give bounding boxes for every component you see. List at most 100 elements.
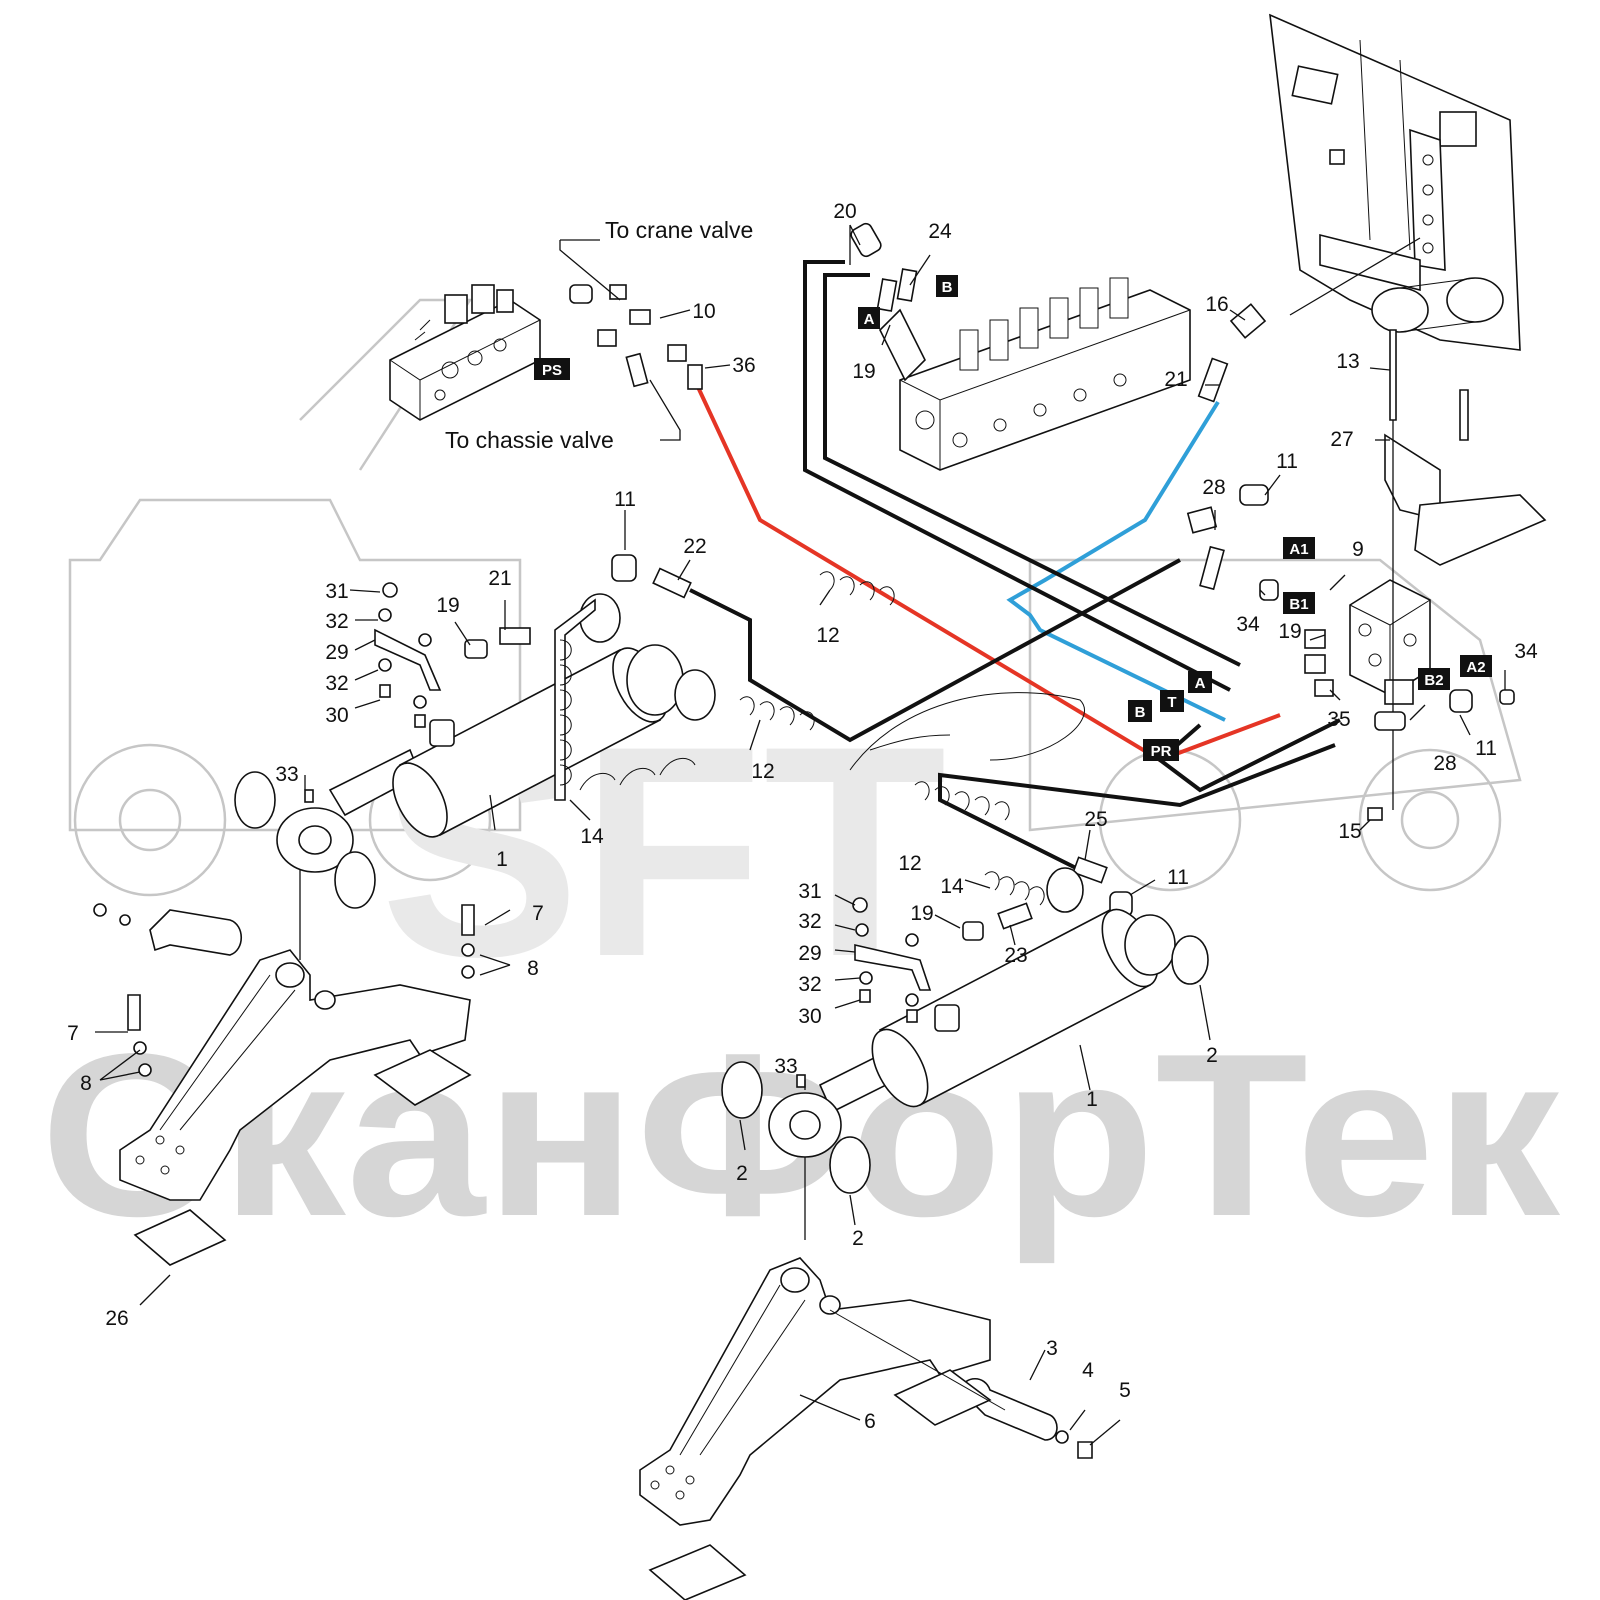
callout: 23 — [1004, 944, 1027, 967]
callout: 12 — [898, 852, 921, 875]
callout: 32 — [798, 910, 821, 933]
callout: 11 — [614, 488, 636, 511]
callout: 29 — [798, 942, 821, 965]
cable-tie-strap-upper — [554, 598, 696, 801]
callout: 22 — [683, 535, 706, 558]
callout: 1 — [496, 848, 508, 871]
callout: 21 — [488, 567, 511, 590]
callout: 16 — [1205, 293, 1228, 316]
callout: 13 — [1336, 350, 1359, 373]
outrigger-leg-lower — [639, 1257, 1093, 1600]
callout: 28 — [1433, 752, 1456, 775]
spiral-wrap-segments — [739, 571, 1010, 821]
callout: 33 — [275, 763, 298, 786]
work-hose-a-top — [803, 260, 1231, 692]
hydraulic-cylinder-lower — [721, 867, 1209, 1240]
work-hose-cylinder-right — [938, 743, 1336, 872]
callout: 33 — [774, 1055, 797, 1078]
callout: 3 — [1046, 1337, 1058, 1360]
hose-runs — [689, 260, 1341, 872]
callout: 12 — [816, 624, 839, 647]
callout: 27 — [1330, 428, 1353, 451]
callout: 12 — [751, 760, 774, 783]
port-tag-a-top: A — [864, 311, 875, 328]
callout: 7 — [67, 1022, 79, 1045]
callout: 25 — [1084, 808, 1107, 831]
note-to-crane-valve: To crane valve — [605, 217, 753, 243]
callout: 24 — [928, 220, 952, 243]
port-tag-b-mid: B — [1135, 704, 1146, 721]
port-tag-b-top-bg — [936, 275, 958, 297]
hose-clamp-loop — [849, 692, 1085, 771]
port-tag-a-top-bg — [858, 307, 880, 329]
callout: 29 — [325, 641, 348, 664]
port-tag-a-mid: A — [1195, 675, 1206, 692]
callout: 31 — [798, 880, 821, 903]
port-tag-a2: A2 — [1466, 659, 1485, 676]
callout: 2 — [852, 1227, 864, 1250]
callout: 28 — [1202, 476, 1225, 499]
port-tag-pr-bg — [1143, 739, 1179, 761]
callout: 19 — [436, 594, 459, 617]
callout: 20 — [833, 200, 856, 223]
callout: 6 — [864, 1410, 876, 1433]
callout: 19 — [1278, 620, 1301, 643]
port-tag-b2: B2 — [1424, 672, 1443, 689]
callout: 15 — [1338, 820, 1361, 843]
port-tag-t-mid: T — [1167, 694, 1176, 711]
callout: 32 — [798, 973, 821, 996]
callout: 19 — [852, 360, 875, 383]
mounting-bracket — [1384, 329, 1547, 810]
callout: 14 — [580, 825, 604, 848]
outrigger-leg-left — [93, 903, 475, 1266]
port-tag-a1-bg — [1283, 537, 1315, 559]
callout: 34 — [1514, 640, 1538, 663]
callout: 32 — [325, 672, 348, 695]
callout: 31 — [325, 580, 348, 603]
callout: 36 — [732, 354, 755, 377]
port-tags: PS A B A1 B1 A2 B2 A B T PR — [534, 275, 1492, 761]
port-tag-a1: A1 — [1289, 541, 1308, 558]
callout: 1 — [1086, 1088, 1098, 1111]
callout: 8 — [80, 1072, 92, 1095]
callout: 14 — [940, 875, 964, 898]
callout: 11 — [1167, 866, 1189, 889]
callout: 4 — [1082, 1359, 1094, 1382]
callout: 19 — [910, 902, 933, 925]
callout: 26 — [105, 1307, 128, 1330]
port-tag-a2-bg — [1460, 655, 1492, 677]
callout: 7 — [532, 902, 544, 925]
port-tag-b-top: B — [942, 279, 953, 296]
callout: 32 — [325, 610, 348, 633]
cable-tie-strap-lower — [984, 871, 1045, 906]
crane-valve-bank — [879, 277, 1191, 471]
outrigger-valve-block — [1349, 579, 1431, 705]
port-tag-b1-bg — [1283, 592, 1315, 614]
port-tag-pr: PR — [1151, 743, 1172, 760]
port-tag-b-mid-bg — [1128, 700, 1152, 722]
callout: 2 — [736, 1162, 748, 1185]
port-tag-b1: B1 — [1289, 596, 1308, 613]
hydraulic-cylinder-upper — [234, 593, 716, 960]
callout: 30 — [798, 1005, 821, 1028]
note-to-chassis-valve: To chassie valve — [445, 427, 614, 453]
callout: 21 — [1164, 368, 1187, 391]
callout: 8 — [527, 957, 539, 980]
work-hose-cylinder-left — [689, 558, 1181, 743]
callout: 10 — [692, 300, 715, 323]
work-hose-lower — [1156, 718, 1341, 793]
callout: 5 — [1119, 1379, 1131, 1402]
callout: 34 — [1236, 613, 1260, 636]
work-hose-b-top — [823, 273, 1241, 667]
clamp-plate-lower — [852, 897, 932, 1023]
callout: 11 — [1276, 450, 1298, 473]
port-tag-ps-bg — [534, 358, 570, 380]
pressure-hose-red — [695, 384, 1281, 763]
callout: 2 — [1206, 1044, 1218, 1067]
clamp-plate-upper — [374, 582, 442, 728]
callout: 30 — [325, 704, 348, 727]
callout-numbers: 20 24 19 10 36 16 21 13 27 11 28 9 34 19… — [67, 200, 1538, 1433]
ps-control-valve-block — [389, 284, 541, 421]
callout: 35 — [1327, 708, 1350, 731]
port-tag-b2-bg — [1418, 668, 1450, 690]
